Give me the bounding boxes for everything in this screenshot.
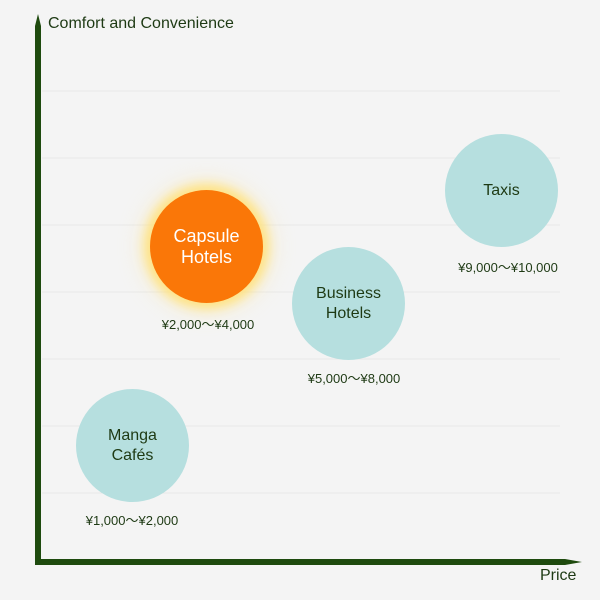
bubble-business-hotels: Business Hotels bbox=[292, 247, 405, 360]
bubble-label-line: Business bbox=[316, 284, 381, 302]
y-axis bbox=[35, 14, 41, 560]
bubble-manga-cafes: Manga Cafés bbox=[76, 389, 189, 502]
bubble-label-line: Manga bbox=[108, 426, 157, 444]
bubble-label-line: Hotels bbox=[325, 304, 372, 322]
bubble-label-line: Cafés bbox=[111, 446, 154, 464]
price-label-manga-cafes: ¥1,000〜¥2,000 bbox=[85, 513, 179, 528]
bubble-capsule-hotels: Capsule Hotels bbox=[150, 190, 263, 303]
price-label-capsule-hotels: ¥2,000〜¥4,000 bbox=[161, 317, 255, 332]
price-label-taxis: ¥9,000〜¥10,000 bbox=[458, 260, 558, 275]
x-axis-label: Price bbox=[540, 567, 577, 584]
price-label-business-hotels: ¥5,000〜¥8,000 bbox=[307, 371, 401, 386]
bubble-taxis: Taxis bbox=[445, 134, 558, 247]
bubble-label-line: Hotels bbox=[180, 246, 232, 267]
bubble-label-line: Capsule bbox=[173, 225, 240, 246]
bubble-label-line: Taxis bbox=[483, 181, 520, 199]
x-axis bbox=[35, 559, 582, 565]
y-axis-label: Comfort and Convenience bbox=[48, 15, 234, 32]
